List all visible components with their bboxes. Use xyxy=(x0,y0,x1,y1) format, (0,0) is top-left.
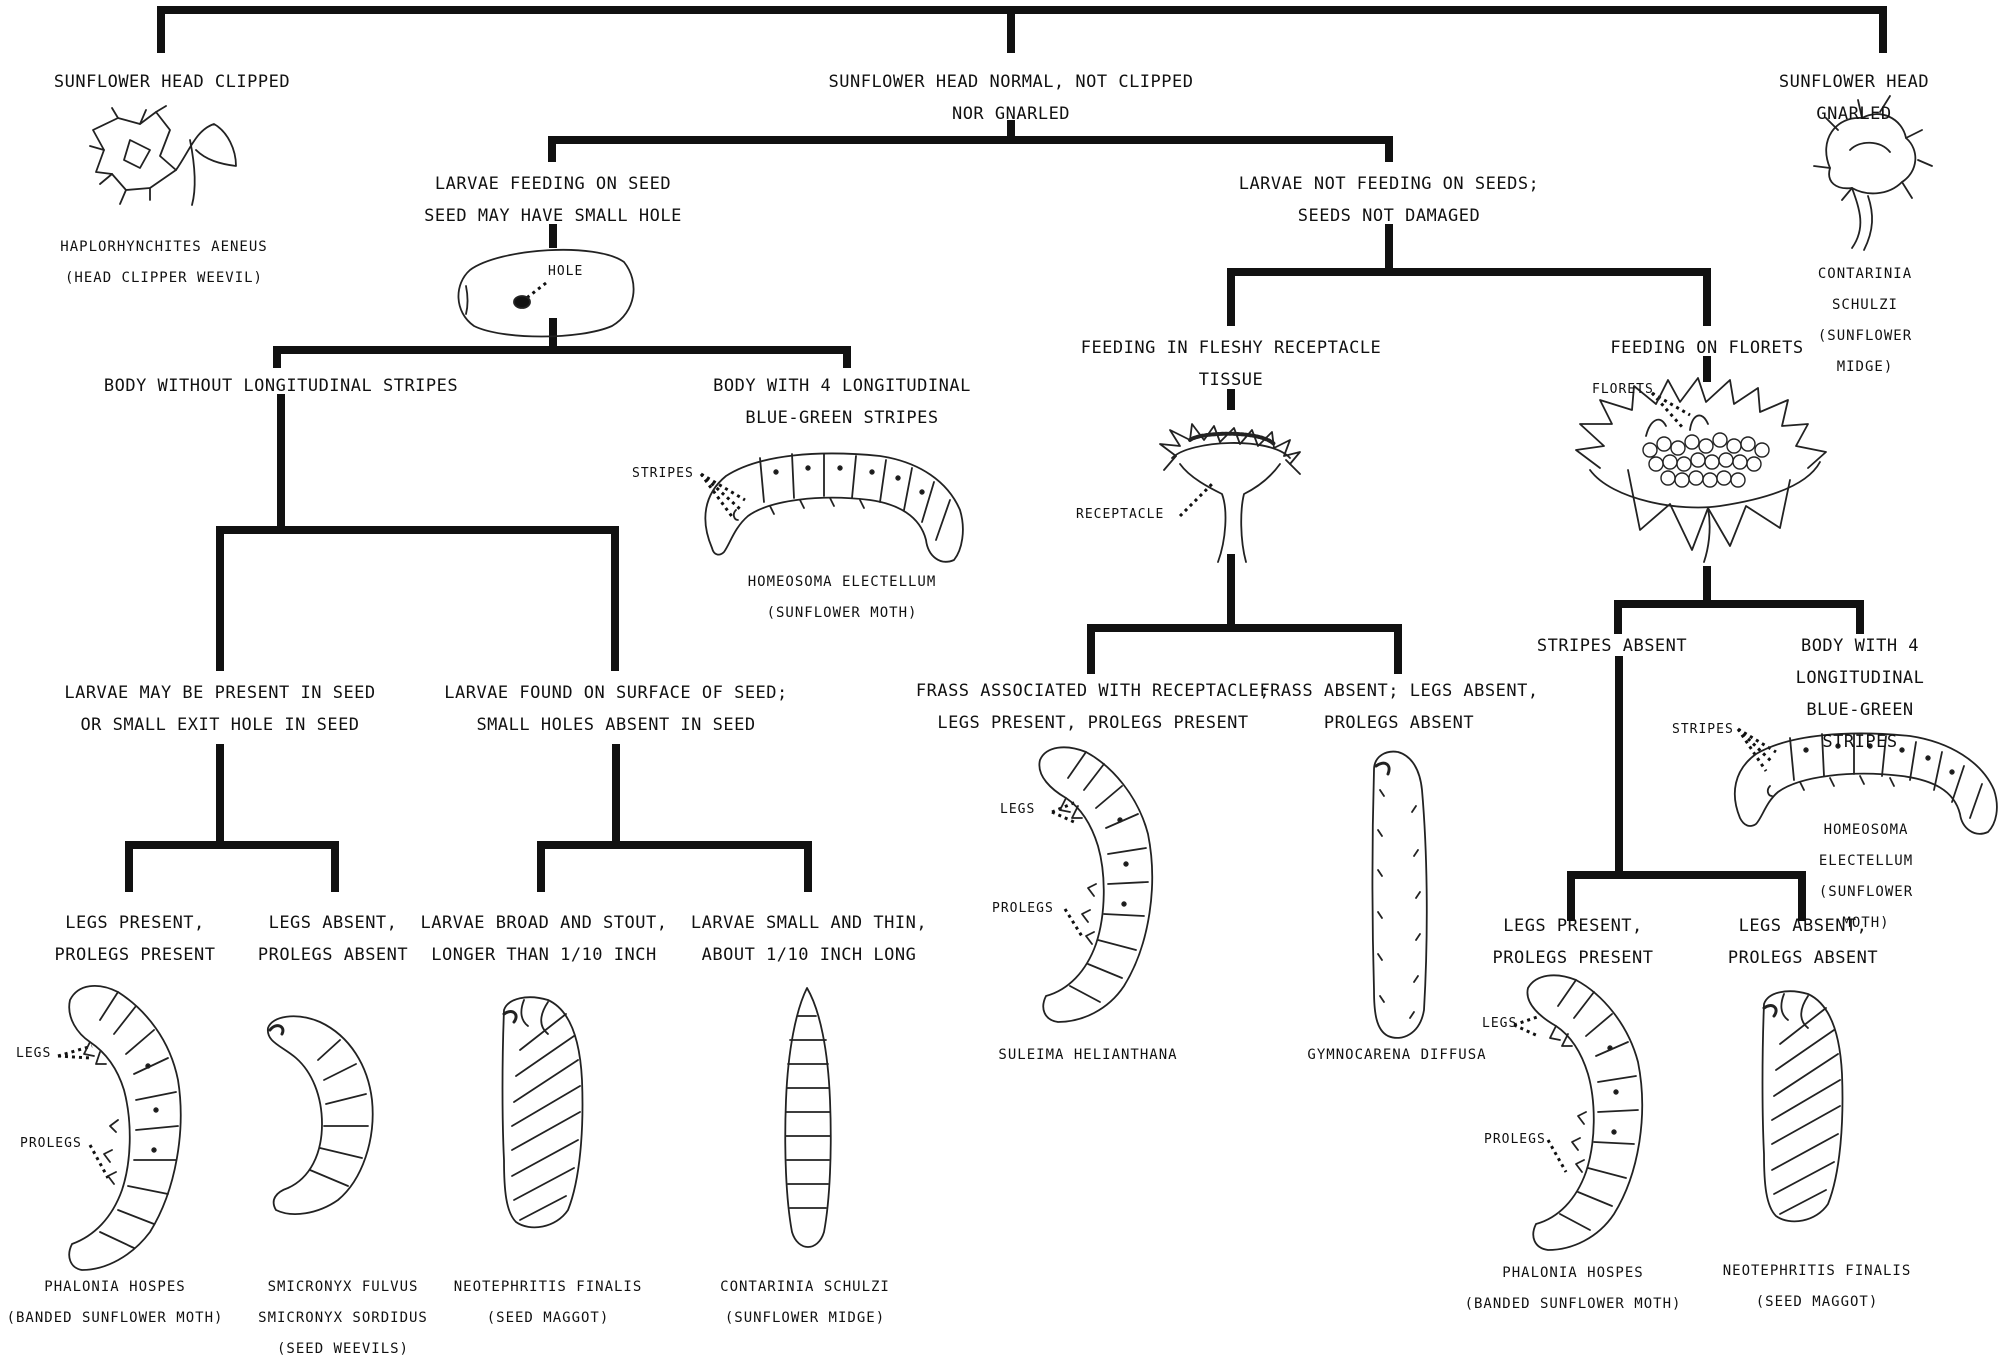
connector-surface-of-seed xyxy=(541,748,808,888)
node-body-with-stripes-left: BODY WITH 4 LONGITUDINAL BLUE-GREEN STRI… xyxy=(713,370,971,434)
node-frass-present: FRASS ASSOCIATED WITH RECEPTACLE; LEGS P… xyxy=(916,675,1270,739)
label-legs-3: LEGS xyxy=(1482,1016,1517,1031)
node-legs-absent-1: LEGS ABSENT, PROLEGS ABSENT xyxy=(258,907,408,971)
seed-with-hole-illustration xyxy=(458,250,633,337)
node-small-thin: LARVAE SMALL AND THIN, ABOUT 1/10 INCH L… xyxy=(691,907,927,971)
maggot-larva-illustration-2 xyxy=(1763,991,1843,1221)
connector-seed xyxy=(277,322,847,364)
node-fleshy-receptacle: FEEDING IN FLESHY RECEPTACLE TISSUE xyxy=(1081,332,1382,396)
pointer-legs-3 xyxy=(1514,1016,1540,1036)
long-slender-larva-illustration xyxy=(1373,752,1427,1038)
node-legs-present-1: LEGS PRESENT, PROLEGS PRESENT xyxy=(54,907,215,971)
pointer-stripes-1 xyxy=(701,474,745,518)
species-neotephritis-1: NEOTEPHRITIS FINALIS (SEED MAGGOT) xyxy=(454,1272,643,1334)
connector-present-in-seed xyxy=(129,748,335,888)
clipped-sunflower-head-illustration xyxy=(90,106,236,205)
node-not-feeding-on-seeds: LARVAE NOT FEEDING ON SEEDS; SEEDS NOT D… xyxy=(1239,168,1540,232)
label-stripes-1: STRIPES xyxy=(632,466,694,481)
node-head-clipped: SUNFLOWER HEAD CLIPPED xyxy=(54,66,290,98)
species-phalonia-2: PHALONIA HOSPES (BANDED SUNFLOWER MOTH) xyxy=(1465,1258,1682,1320)
node-feeding-on-seed: LARVAE FEEDING ON SEED SEED MAY HAVE SMA… xyxy=(424,168,682,232)
node-present-in-seed: LARVAE MAY BE PRESENT IN SEED OR SMALL E… xyxy=(64,677,375,741)
node-legs-present-2: LEGS PRESENT, PROLEGS PRESENT xyxy=(1492,910,1653,974)
pointer-florets xyxy=(1652,393,1690,428)
label-prolegs-1: PROLEGS xyxy=(20,1136,82,1151)
node-head-normal: SUNFLOWER HEAD NORMAL, NOT CLIPPED NOR G… xyxy=(829,66,1194,130)
label-florets: FLORETS xyxy=(1592,382,1654,397)
species-haplorhynchites: HAPLORHYNCHITES AENEUS (HEAD CLIPPER WEE… xyxy=(60,232,267,294)
legged-larva-illustration-1 xyxy=(69,986,180,1270)
connector-florets-stripes xyxy=(1618,570,1860,630)
pointer-legs-2 xyxy=(1052,802,1076,822)
label-legs-1: LEGS xyxy=(16,1046,51,1061)
pointer-prolegs-1 xyxy=(90,1145,108,1178)
connector-not-feeding-seed xyxy=(1231,228,1707,322)
node-stripes-absent: STRIPES ABSENT xyxy=(1537,630,1687,662)
species-homoeosoma-right: HOMEOSOMA ELECTELLUM (SUNFLOWER MOTH) xyxy=(1794,815,1939,939)
sunflower-receptacle-illustration xyxy=(1160,424,1300,562)
species-gymnocarena: GYMNOCARENA DIFFUSA xyxy=(1307,1040,1486,1071)
legged-larva-illustration-2 xyxy=(1039,747,1152,1022)
sunflower-florets-illustration xyxy=(1576,378,1826,562)
species-smicronyx: SMICRONYX FULVUS SMICRONYX SORDIDUS (SEE… xyxy=(258,1272,428,1365)
species-phalonia-1: PHALONIA HOSPES (BANDED SUNFLOWER MOTH) xyxy=(7,1272,224,1334)
midge-larva-illustration xyxy=(785,988,831,1247)
node-frass-absent: FRASS ABSENT; LEGS ABSENT, PROLEGS ABSEN… xyxy=(1259,675,1538,739)
label-receptacle: RECEPTACLE xyxy=(1076,507,1164,522)
species-suleima: SULEIMA HELIANTHANA xyxy=(998,1040,1177,1071)
node-surface-of-seed: LARVAE FOUND ON SURFACE OF SEED; SMALL H… xyxy=(444,677,788,741)
pointer-prolegs-2 xyxy=(1065,909,1083,938)
maggot-larva-illustration-1 xyxy=(503,997,583,1227)
striped-larva-illustration-left xyxy=(705,453,963,561)
label-prolegs-3: PROLEGS xyxy=(1484,1132,1546,1147)
connector-receptacle xyxy=(1091,558,1398,670)
node-head-gnarled: SUNFLOWER HEAD GNARLED xyxy=(1776,66,1933,130)
connector-root xyxy=(161,10,1883,49)
label-legs-2: LEGS xyxy=(1000,802,1035,817)
pointer-receptacle xyxy=(1180,484,1212,516)
node-body-without-stripes: BODY WITHOUT LONGITUDINAL STRIPES xyxy=(104,370,458,402)
pointer-prolegs-3 xyxy=(1548,1140,1566,1172)
species-homoeosoma-left: HOMEOSOMA ELECTELLUM (SUNFLOWER MOTH) xyxy=(748,567,937,629)
label-prolegs-2: PROLEGS xyxy=(992,901,1054,916)
species-contarinia-top: CONTARINIA SCHULZI (SUNFLOWER MIDGE) xyxy=(1792,259,1938,383)
node-body-with-stripes-right: BODY WITH 4 LONGITUDINAL BLUE-GREEN STRI… xyxy=(1785,630,1936,758)
species-contarinia-bottom: CONTARINIA SCHULZI (SUNFLOWER MIDGE) xyxy=(720,1272,890,1334)
label-hole: HOLE xyxy=(548,264,583,279)
legged-larva-illustration-3 xyxy=(1527,975,1642,1250)
weevil-larva-illustration xyxy=(268,1016,373,1214)
label-stripes-2: STRIPES xyxy=(1672,722,1734,737)
node-broad-stout: LARVAE BROAD AND STOUT, LONGER THAN 1/10… xyxy=(421,907,668,971)
species-neotephritis-2: NEOTEPHRITIS FINALIS (SEED MAGGOT) xyxy=(1723,1256,1912,1318)
node-feeding-on-florets: FEEDING ON FLORETS xyxy=(1610,332,1803,364)
connector-no-stripes xyxy=(220,398,615,667)
